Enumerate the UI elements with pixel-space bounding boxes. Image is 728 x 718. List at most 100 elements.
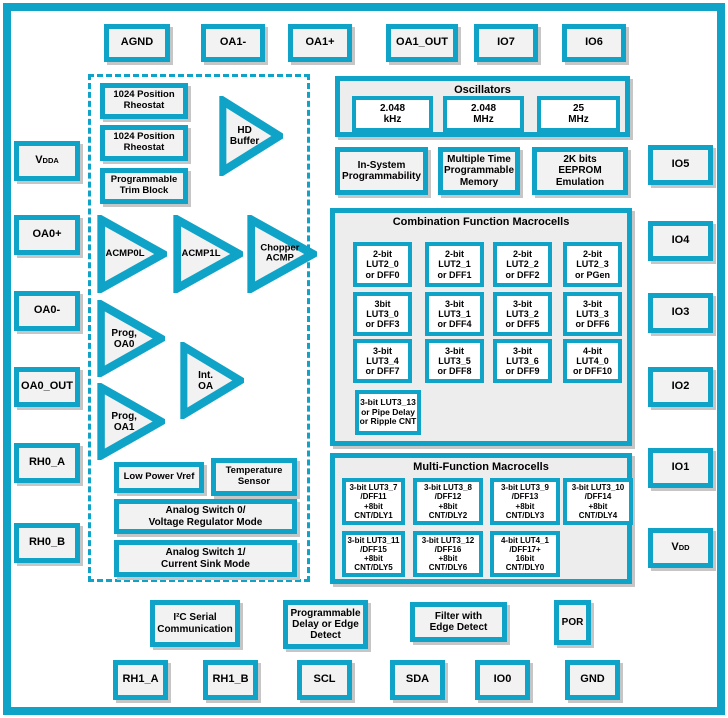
low-power-vref-block: Low Power Vref <box>114 462 204 493</box>
macrocell-lut3-11: 3-bit LUT3_11 /DFF15 +8bit CNT/DLY5 <box>342 531 405 577</box>
pin-rh0-a: RH0_A <box>14 443 80 483</box>
prog-oa0-triangle: Prog, OA0 <box>97 300 165 377</box>
pin-scl: SCL <box>297 660 352 700</box>
pin-io5: IO5 <box>648 145 713 185</box>
pin-oa1-minus: OA1- <box>201 24 265 62</box>
macrocell-lut4-1: 4-bit LUT4_1 /DFF17+ 16bit CNT/DLY0 <box>490 531 560 577</box>
oscillators-title: Oscillators <box>454 84 511 96</box>
macrocell-lut3-13: 3-bit LUT3_13 or Pipe Delay or Ripple CN… <box>355 390 421 435</box>
comparator-triangle-icon <box>247 215 317 293</box>
chopper-acmp-triangle: Chopper ACMP <box>247 215 317 293</box>
i2c-serial-communication-block: I²C Serial Communication <box>150 600 240 647</box>
pin-label: IO3 <box>671 306 690 319</box>
pin-label: IO4 <box>671 234 690 247</box>
pin-label-sub: DDA <box>42 156 59 166</box>
prog-oa1-triangle: Prog, OA1 <box>97 383 165 460</box>
pin-oa0-plus: OA0+ <box>14 215 80 255</box>
comparator-triangle-icon <box>97 215 167 293</box>
pin-label: IO5 <box>671 158 690 171</box>
pin-agnd: AGND <box>104 24 170 62</box>
triangle-label: Chopper ACMP <box>260 242 300 264</box>
pin-sda: SDA <box>390 660 445 700</box>
combination-macrocells-panel: Combination Function Macrocells 2-bit LU… <box>330 208 632 446</box>
programmable-delay-edge-detect-block: Programmable Delay or Edge Detect <box>283 600 368 649</box>
pin-label: V <box>671 541 679 554</box>
macrocell-lut3-1: 3-bit LUT3_1 or DFF4 <box>425 292 484 336</box>
pin-oa0-out: OA0_OUT <box>14 367 80 407</box>
hd-buffer-triangle: HD Buffer <box>219 96 283 176</box>
rheostat1-block: 1024 Position Rheostat <box>100 125 188 161</box>
macrocell-lut3-10: 3-bit LUT3_10 /DFF14 +8bit CNT/DLY4 <box>563 478 633 525</box>
macrocell-lut3-4: 3-bit LUT3_4 or DFF7 <box>353 339 412 383</box>
macrocell-lut2-3: 2-bit LUT2_3 or PGen <box>563 242 622 287</box>
triangle-label: Prog, OA0 <box>111 327 137 350</box>
osc-2048mhz: 2.048 MHz <box>443 96 524 132</box>
triangle-label: ACMP1L <box>181 247 221 259</box>
pin-label: RH0_A <box>28 456 66 469</box>
triangle-label: Prog, OA1 <box>111 410 137 433</box>
acmp1l-triangle: ACMP1L <box>173 215 243 293</box>
in-system-programmability-block: In-System Programmability <box>335 147 428 195</box>
eeprom-emulation-block: 2K bits EEPROM Emulation <box>532 147 628 195</box>
pin-io2: IO2 <box>648 367 713 407</box>
filter-edge-detect-block: Filter with Edge Detect <box>410 602 507 642</box>
macrocell-lut3-7: 3-bit LUT3_7 /DFF11 +8bit CNT/DLY1 <box>342 478 405 525</box>
oscillators-panel: Oscillators 2.048 kHz 2.048 MHz 25 MHz <box>335 76 630 137</box>
buffer-triangle-icon <box>219 96 283 176</box>
combination-macrocells-title: Combination Function Macrocells <box>392 216 570 228</box>
pin-io3: IO3 <box>648 293 713 333</box>
pin-label: OA0+ <box>32 228 62 241</box>
pin-label: OA0_OUT <box>21 380 73 393</box>
multiple-time-programmable-memory-block: Multiple Time Programmable Memory <box>438 147 520 195</box>
triangle-label: Int. OA <box>198 369 214 392</box>
acmp0l-triangle: ACMP0L <box>97 215 167 293</box>
pin-rh1-b: RH1_B <box>203 660 258 700</box>
programmable-trim-block: Programmable Trim Block <box>100 168 188 204</box>
macrocell-lut3-2: 3-bit LUT3_2 or DFF5 <box>493 292 552 336</box>
macrocell-lut2-1: 2-bit LUT2_1 or DFF1 <box>425 242 484 287</box>
comparator-triangle-icon <box>173 215 243 293</box>
macrocell-lut3-0: 3bit LUT3_0 or DFF3 <box>353 292 412 336</box>
pin-label: IO1 <box>671 461 690 474</box>
temperature-sensor-block: Temperature Sensor <box>211 458 297 496</box>
pin-io7: IO7 <box>474 24 538 62</box>
pin-oa1-out: OA1_OUT <box>386 24 458 62</box>
pin-rh1-a: RH1_A <box>113 660 168 700</box>
pin-gnd: GND <box>565 660 620 700</box>
por-block: POR <box>554 600 591 645</box>
pin-label-sub: DD <box>678 543 690 553</box>
analog-switch0-block: Analog Switch 0/ Voltage Regulator Mode <box>114 499 297 534</box>
pin-io4: IO4 <box>648 221 713 261</box>
opamp-triangle-icon <box>180 342 244 419</box>
int-oa-triangle: Int. OA <box>180 342 244 419</box>
pin-io0: IO0 <box>475 660 530 700</box>
macrocell-lut3-3: 3-bit LUT3_3 or DFF6 <box>563 292 622 336</box>
macrocell-lut2-2: 2-bit LUT2_2 or DFF2 <box>493 242 552 287</box>
opamp-triangle-icon <box>97 300 165 377</box>
macrocell-lut2-0: 2-bit LUT2_0 or DFF0 <box>353 242 412 287</box>
macrocell-lut3-6: 3-bit LUT3_6 or DFF9 <box>493 339 552 383</box>
macrocell-lut3-5: 3-bit LUT3_5 or DFF8 <box>425 339 484 383</box>
multi-function-macrocells-panel: Multi-Function Macrocells 3-bit LUT3_7 /… <box>330 453 633 584</box>
analog-switch1-block: Analog Switch 1/ Current Sink Mode <box>114 540 297 577</box>
pin-io6: IO6 <box>562 24 626 62</box>
analog-section-boundary <box>88 74 310 582</box>
pin-oa0-minus: OA0- <box>14 291 80 331</box>
macrocell-lut3-12: 3-bit LUT3_12 /DFF16 +8bit CNT/DLY6 <box>413 531 483 577</box>
pin-label: V <box>35 154 43 167</box>
rheostat0-block: 1024 Position Rheostat <box>100 83 188 119</box>
macrocell-lut3-8: 3-bit LUT3_8 /DFF12 +8bit CNT/DLY2 <box>413 478 483 525</box>
osc-25mhz: 25 MHz <box>537 96 620 132</box>
macrocell-lut4-0: 4-bit LUT4_0 or DFF10 <box>563 339 622 383</box>
triangle-label: ACMP0L <box>105 247 145 259</box>
triangle-label: HD Buffer <box>229 125 260 147</box>
multi-function-macrocells-title: Multi-Function Macrocells <box>413 461 549 473</box>
pin-oa1-plus: OA1+ <box>288 24 352 62</box>
pin-label: IO2 <box>671 380 690 393</box>
pin-rh0-b: RH0_B <box>14 523 80 563</box>
pin-label: OA0- <box>33 304 61 317</box>
macrocell-lut3-9: 3-bit LUT3_9 /DFF13 +8bit CNT/DLY3 <box>490 478 560 525</box>
